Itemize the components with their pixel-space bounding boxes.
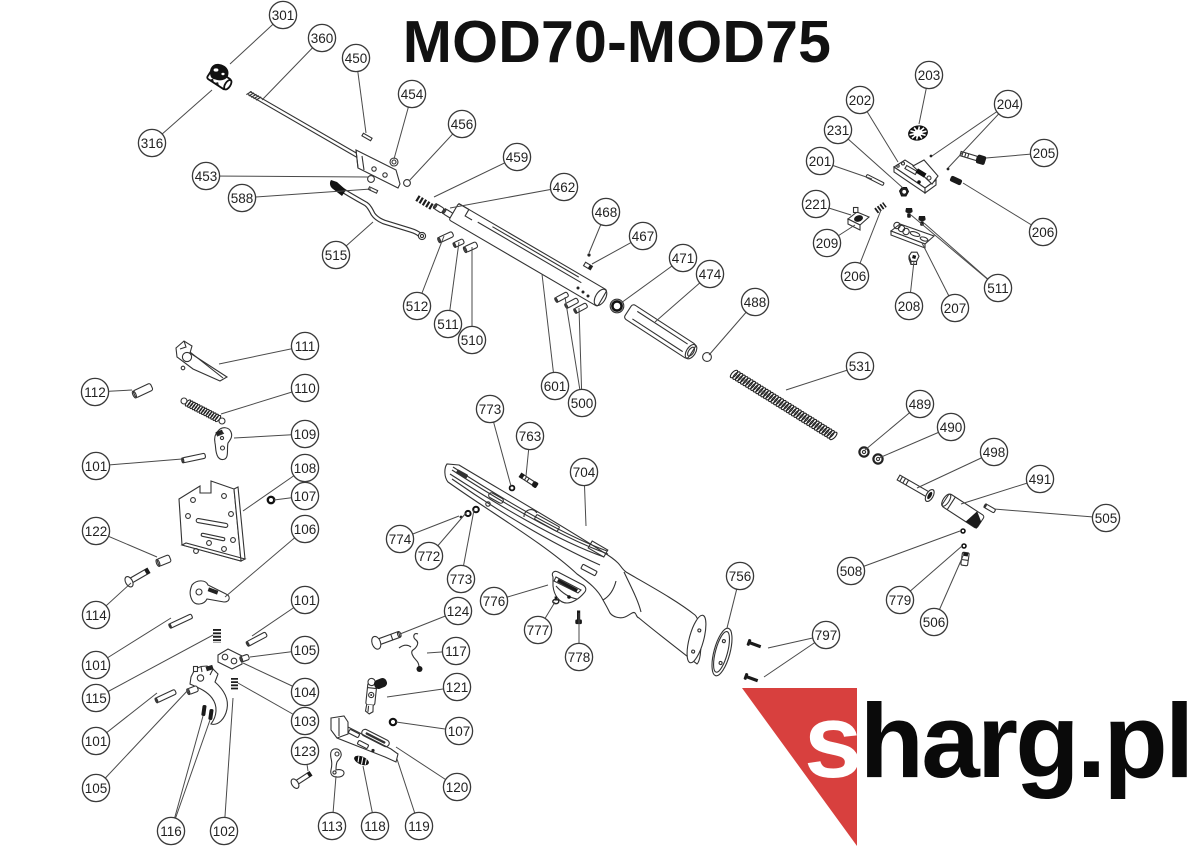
svg-text:360: 360: [311, 31, 334, 46]
svg-text:505: 505: [1095, 511, 1118, 526]
svg-text:120: 120: [446, 780, 469, 795]
svg-text:124: 124: [447, 604, 470, 619]
svg-text:506: 506: [923, 615, 946, 630]
svg-text:454: 454: [401, 87, 424, 102]
svg-text:491: 491: [1029, 472, 1052, 487]
svg-text:773: 773: [450, 572, 473, 587]
svg-text:772: 772: [418, 549, 441, 564]
svg-text:774: 774: [389, 532, 412, 547]
svg-text:118: 118: [364, 819, 386, 834]
svg-text:773: 773: [479, 402, 502, 417]
svg-text:777: 777: [527, 623, 550, 638]
svg-text:511: 511: [987, 281, 1009, 296]
svg-text:474: 474: [699, 267, 722, 282]
svg-text:488: 488: [744, 295, 767, 310]
svg-text:115: 115: [85, 691, 107, 706]
svg-text:704: 704: [573, 465, 596, 480]
svg-text:122: 122: [85, 524, 108, 539]
svg-text:107: 107: [294, 489, 317, 504]
svg-text:512: 512: [406, 299, 429, 314]
svg-text:467: 467: [632, 229, 655, 244]
svg-text:113: 113: [321, 819, 343, 834]
svg-text:101: 101: [294, 593, 317, 608]
svg-text:204: 204: [997, 97, 1020, 112]
svg-text:109: 109: [294, 427, 317, 442]
svg-text:106: 106: [294, 522, 317, 537]
svg-text:511: 511: [437, 317, 459, 332]
svg-text:121: 121: [446, 680, 469, 695]
svg-text:456: 456: [451, 117, 474, 132]
svg-text:778: 778: [568, 650, 591, 665]
svg-text:453: 453: [195, 169, 218, 184]
svg-text:209: 209: [816, 236, 839, 251]
svg-text:205: 205: [1033, 146, 1056, 161]
svg-text:756: 756: [729, 569, 752, 584]
svg-text:sharg.pl: sharg.pl: [804, 683, 1192, 800]
svg-text:MOD70-MOD75: MOD70-MOD75: [403, 9, 831, 75]
svg-text:101: 101: [85, 459, 108, 474]
svg-text:588: 588: [231, 191, 254, 206]
svg-text:221: 221: [805, 197, 828, 212]
svg-text:119: 119: [408, 819, 430, 834]
svg-text:208: 208: [898, 299, 921, 314]
svg-text:316: 316: [141, 136, 164, 151]
svg-text:114: 114: [85, 608, 107, 623]
svg-text:776: 776: [483, 594, 506, 609]
svg-text:510: 510: [461, 333, 484, 348]
svg-text:231: 231: [827, 123, 850, 138]
svg-text:110: 110: [294, 381, 316, 396]
svg-text:763: 763: [519, 429, 542, 444]
svg-text:102: 102: [213, 824, 236, 839]
svg-text:531: 531: [849, 359, 872, 374]
svg-text:797: 797: [815, 628, 838, 643]
svg-text:123: 123: [294, 744, 317, 759]
svg-text:498: 498: [983, 445, 1006, 460]
svg-text:117: 117: [445, 644, 467, 659]
svg-text:450: 450: [345, 51, 368, 66]
svg-text:490: 490: [940, 420, 963, 435]
svg-text:508: 508: [840, 564, 863, 579]
svg-text:500: 500: [571, 396, 594, 411]
svg-text:101: 101: [85, 734, 108, 749]
svg-text:116: 116: [160, 824, 182, 839]
svg-text:111: 111: [295, 339, 316, 354]
svg-text:201: 201: [809, 154, 832, 169]
svg-text:103: 103: [294, 714, 317, 729]
svg-text:779: 779: [889, 593, 912, 608]
svg-text:462: 462: [553, 180, 576, 195]
svg-text:601: 601: [544, 379, 567, 394]
svg-text:108: 108: [294, 461, 317, 476]
svg-text:105: 105: [294, 643, 317, 658]
svg-text:203: 203: [918, 68, 941, 83]
svg-text:101: 101: [85, 658, 108, 673]
svg-text:112: 112: [84, 385, 106, 400]
svg-text:459: 459: [506, 150, 529, 165]
svg-text:206: 206: [844, 269, 867, 284]
svg-text:105: 105: [85, 781, 108, 796]
svg-text:207: 207: [944, 301, 967, 316]
svg-text:202: 202: [849, 93, 872, 108]
svg-text:468: 468: [595, 205, 618, 220]
svg-text:515: 515: [325, 248, 348, 263]
svg-text:206: 206: [1032, 225, 1055, 240]
svg-text:107: 107: [448, 724, 471, 739]
svg-text:489: 489: [909, 397, 932, 412]
svg-text:104: 104: [294, 685, 317, 700]
svg-text:301: 301: [272, 8, 295, 23]
svg-text:471: 471: [672, 251, 695, 266]
